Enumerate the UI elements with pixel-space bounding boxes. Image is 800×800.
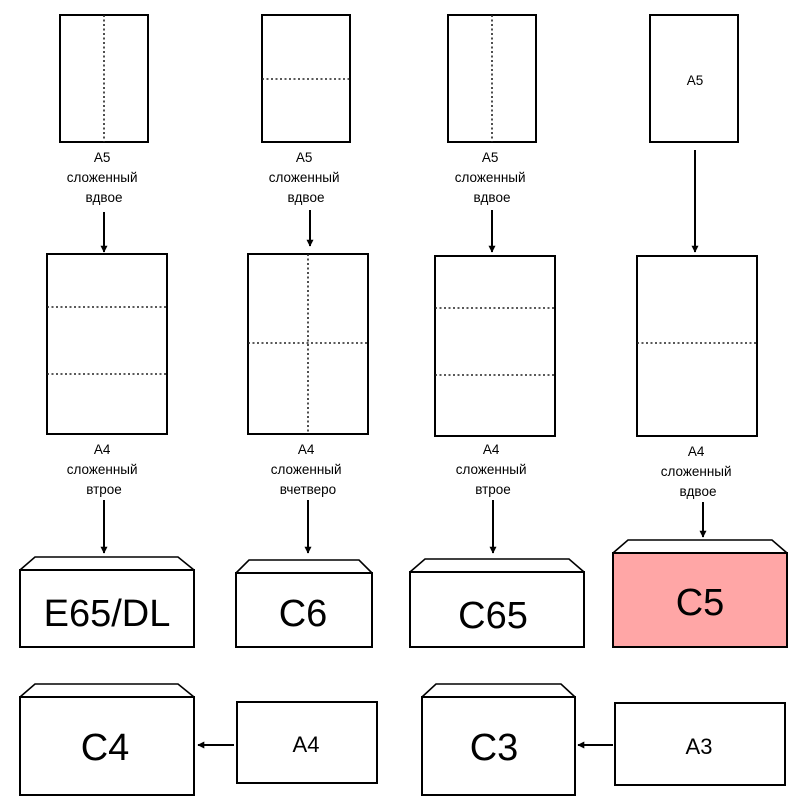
envelope-label: C6 bbox=[279, 593, 328, 635]
envelope-e65-dl: E65/DL bbox=[19, 556, 195, 648]
column-3: A5 сложенный вдвое A4 сложенный втрое C6… bbox=[409, 14, 585, 648]
a4-sheet-4 bbox=[636, 255, 758, 437]
envelope-label: C3 bbox=[470, 727, 519, 769]
envelope-c65: C65 bbox=[409, 558, 585, 648]
sheet-size-label: A5 bbox=[687, 73, 704, 88]
bottom-row-right: C3 A3 bbox=[421, 683, 786, 796]
envelope-label: C5 bbox=[676, 582, 725, 624]
source-label-1: A5 сложенный вдвое bbox=[67, 150, 142, 205]
envelope-label: E65/DL bbox=[44, 593, 171, 635]
a4-sheet-3 bbox=[434, 255, 556, 437]
a5-sheet-4 bbox=[649, 14, 739, 143]
intermediate-label-2: A4 сложенный вчетверо bbox=[271, 442, 346, 497]
source-label-2: A5 сложенный вдвое bbox=[269, 150, 344, 205]
a5-sheet-2 bbox=[261, 14, 351, 143]
highlighted-envelope-fill bbox=[612, 552, 788, 648]
envelope-c5: C5 bbox=[612, 539, 788, 648]
column-2: A5 сложенный вдвое A4 сложенный вчетверо… bbox=[235, 14, 373, 648]
sheet-size-label: A4 bbox=[293, 732, 320, 757]
intermediate-label-1: A4 сложенный втрое bbox=[67, 442, 142, 497]
envelope-c3: C3 bbox=[421, 683, 576, 796]
source-label-3: A5 сложенный вдвое bbox=[455, 150, 530, 205]
column-4: A5 A4 сложенный вдвое C5 bbox=[612, 14, 788, 648]
envelope-c4: C4 bbox=[19, 683, 195, 796]
a3-sheet bbox=[614, 702, 786, 786]
envelope-label: C65 bbox=[458, 595, 528, 637]
a4-sheet bbox=[236, 701, 378, 784]
a4-sheet-1 bbox=[46, 253, 168, 435]
intermediate-label-3: A4 сложенный втрое bbox=[456, 442, 531, 497]
column-1: A5 сложенный вдвое A4 сложенный втрое E6… bbox=[19, 14, 195, 648]
bottom-row-left: C4 A4 bbox=[19, 683, 378, 796]
envelope-c6: C6 bbox=[235, 559, 373, 648]
intermediate-label-4: A4 сложенный вдвое bbox=[661, 444, 736, 499]
envelope-label: C4 bbox=[81, 727, 130, 769]
sheet-size-label: A3 bbox=[686, 734, 713, 759]
